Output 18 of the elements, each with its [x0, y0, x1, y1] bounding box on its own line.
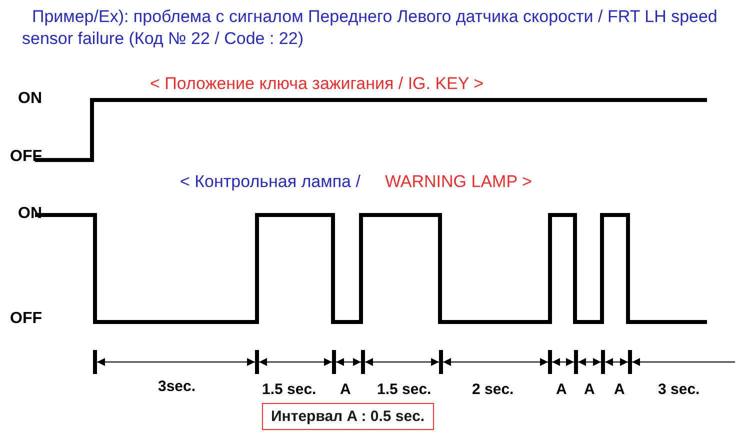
level-label: OFF — [10, 310, 42, 328]
duration-label: 1.5 sec. — [262, 381, 316, 398]
duration-label: 3sec. — [158, 378, 196, 395]
axis-title: < Положение ключа зажигания / IG. KEY > — [150, 74, 484, 94]
axis-title: < Контрольная лампа / — [180, 172, 360, 192]
interval-text: Интервал A : 0.5 sec. — [271, 408, 425, 425]
duration-label: A — [340, 381, 351, 398]
duration-label: A — [584, 381, 595, 398]
duration-label: 3 sec. — [658, 381, 700, 398]
duration-label: 1.5 sec. — [377, 381, 432, 398]
axis-title: WARNING LAMP > — [385, 172, 532, 192]
title-text: Пример/Ex): проблема с сигналом Переднего Левого датчика скорости / FRT LH speed sensor failure (Код № 22 / Code : 22) — [22, 6, 718, 50]
duration-label: A — [614, 381, 625, 398]
note-box — [262, 403, 434, 430]
duration-label: A — [556, 381, 567, 398]
level-label: ON — [18, 90, 42, 108]
duration-label: 2 sec. — [472, 381, 514, 398]
level-label: OFF — [10, 148, 42, 166]
